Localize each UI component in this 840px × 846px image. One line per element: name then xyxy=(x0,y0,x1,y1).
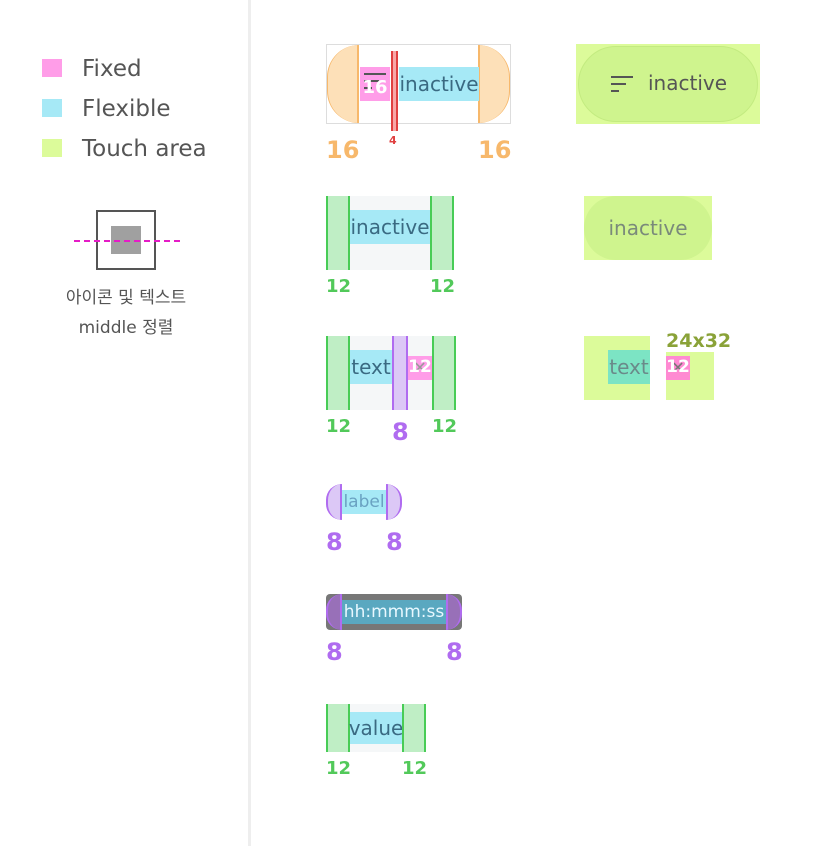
flexible-text-area: value xyxy=(349,712,403,744)
right-padding-value: 12 xyxy=(430,276,456,297)
flexible-text-area: hh:mmm:ss xyxy=(342,600,446,624)
touch-area-size-label: 24x32 xyxy=(666,330,732,352)
right-padding-value: 8 xyxy=(446,638,463,666)
left-padding-value: 12 xyxy=(326,758,352,779)
left-padding-zone xyxy=(326,594,342,630)
panel-divider xyxy=(248,0,251,846)
gap-value: 8 xyxy=(392,418,409,446)
fixed-icon-area xyxy=(408,356,432,380)
left-padding-zone xyxy=(326,336,350,410)
right-padding-zone xyxy=(386,484,402,520)
left-padding-zone xyxy=(326,196,350,270)
legend-touch-label: Touch area xyxy=(82,136,207,162)
chip-spec-plain-inactive: inactive xyxy=(326,196,454,270)
fixed-icon-area xyxy=(360,67,390,101)
gap-marker xyxy=(391,51,398,131)
icon-size-label: 12 xyxy=(666,357,690,377)
right-padding-zone xyxy=(402,704,426,752)
legend-fixed-swatch xyxy=(42,59,62,77)
close-icon: ✕ xyxy=(413,358,427,377)
flexible-text-area: text xyxy=(350,350,392,384)
chip-spec-text-close: text ✕ 12 xyxy=(326,336,456,410)
legend-touch-swatch xyxy=(42,139,62,157)
right-padding-zone xyxy=(430,196,454,270)
left-padding-value: 16 xyxy=(326,136,360,164)
touch-area-row3[interactable]: text xyxy=(584,336,650,400)
chip-spec-label: label xyxy=(326,484,402,520)
chip-label: inactive xyxy=(584,196,712,260)
right-padding-value: 12 xyxy=(432,416,458,437)
chip-label: text xyxy=(608,350,650,384)
icon-size-label: 12 xyxy=(408,357,432,377)
gap-value: 4 xyxy=(389,134,397,147)
touch-area-row1[interactable]: inactive xyxy=(576,44,760,124)
left-padding-value: 12 xyxy=(326,416,352,437)
legend-panel: Fixed Flexible Touch area 아이콘 및 텍스트 midd… xyxy=(0,0,248,846)
chip-spec-timer: hh:mmm:ss xyxy=(326,594,462,630)
left-padding-value: 8 xyxy=(326,528,343,556)
legend-fixed-label: Fixed xyxy=(82,56,142,82)
left-padding-value: 8 xyxy=(326,638,343,666)
legend-flexible-label: Flexible xyxy=(82,96,171,122)
left-padding-zone xyxy=(327,45,359,123)
right-padding-value: 16 xyxy=(478,136,512,164)
fixed-icon-area xyxy=(666,356,690,380)
flexible-text-area: inactive xyxy=(350,210,430,244)
filter-sort-icon xyxy=(364,73,386,89)
touch-area-close-icon[interactable]: ✕ 12 xyxy=(666,352,714,400)
alignment-center-line xyxy=(74,240,180,242)
legend-flexible-swatch xyxy=(42,99,62,117)
alignment-note-line1: 아이콘 및 텍스트 xyxy=(65,288,187,308)
alignment-note-line2: middle 정렬 xyxy=(78,318,174,338)
chip-label: inactive xyxy=(648,71,728,95)
flexible-text-area: inactive xyxy=(399,67,479,101)
right-padding-zone xyxy=(446,594,462,630)
right-padding-value: 12 xyxy=(402,758,428,779)
chip-spec-value: value xyxy=(326,704,426,752)
right-padding-zone xyxy=(432,336,456,410)
right-padding-value: 8 xyxy=(386,528,403,556)
icon-size-label: 16 xyxy=(362,77,388,98)
flexible-text-area: label xyxy=(342,490,386,514)
left-padding-value: 12 xyxy=(326,276,352,297)
filter-sort-icon xyxy=(611,76,633,92)
touch-area-row2[interactable]: inactive xyxy=(584,196,712,260)
chip-spec-icon-inactive: 16 inactive xyxy=(326,44,511,131)
right-padding-zone xyxy=(478,45,510,123)
chip-pill xyxy=(578,46,758,122)
close-icon: ✕ xyxy=(671,358,685,377)
left-padding-zone xyxy=(326,704,350,752)
gap-zone xyxy=(392,336,408,410)
left-padding-zone xyxy=(326,484,342,520)
